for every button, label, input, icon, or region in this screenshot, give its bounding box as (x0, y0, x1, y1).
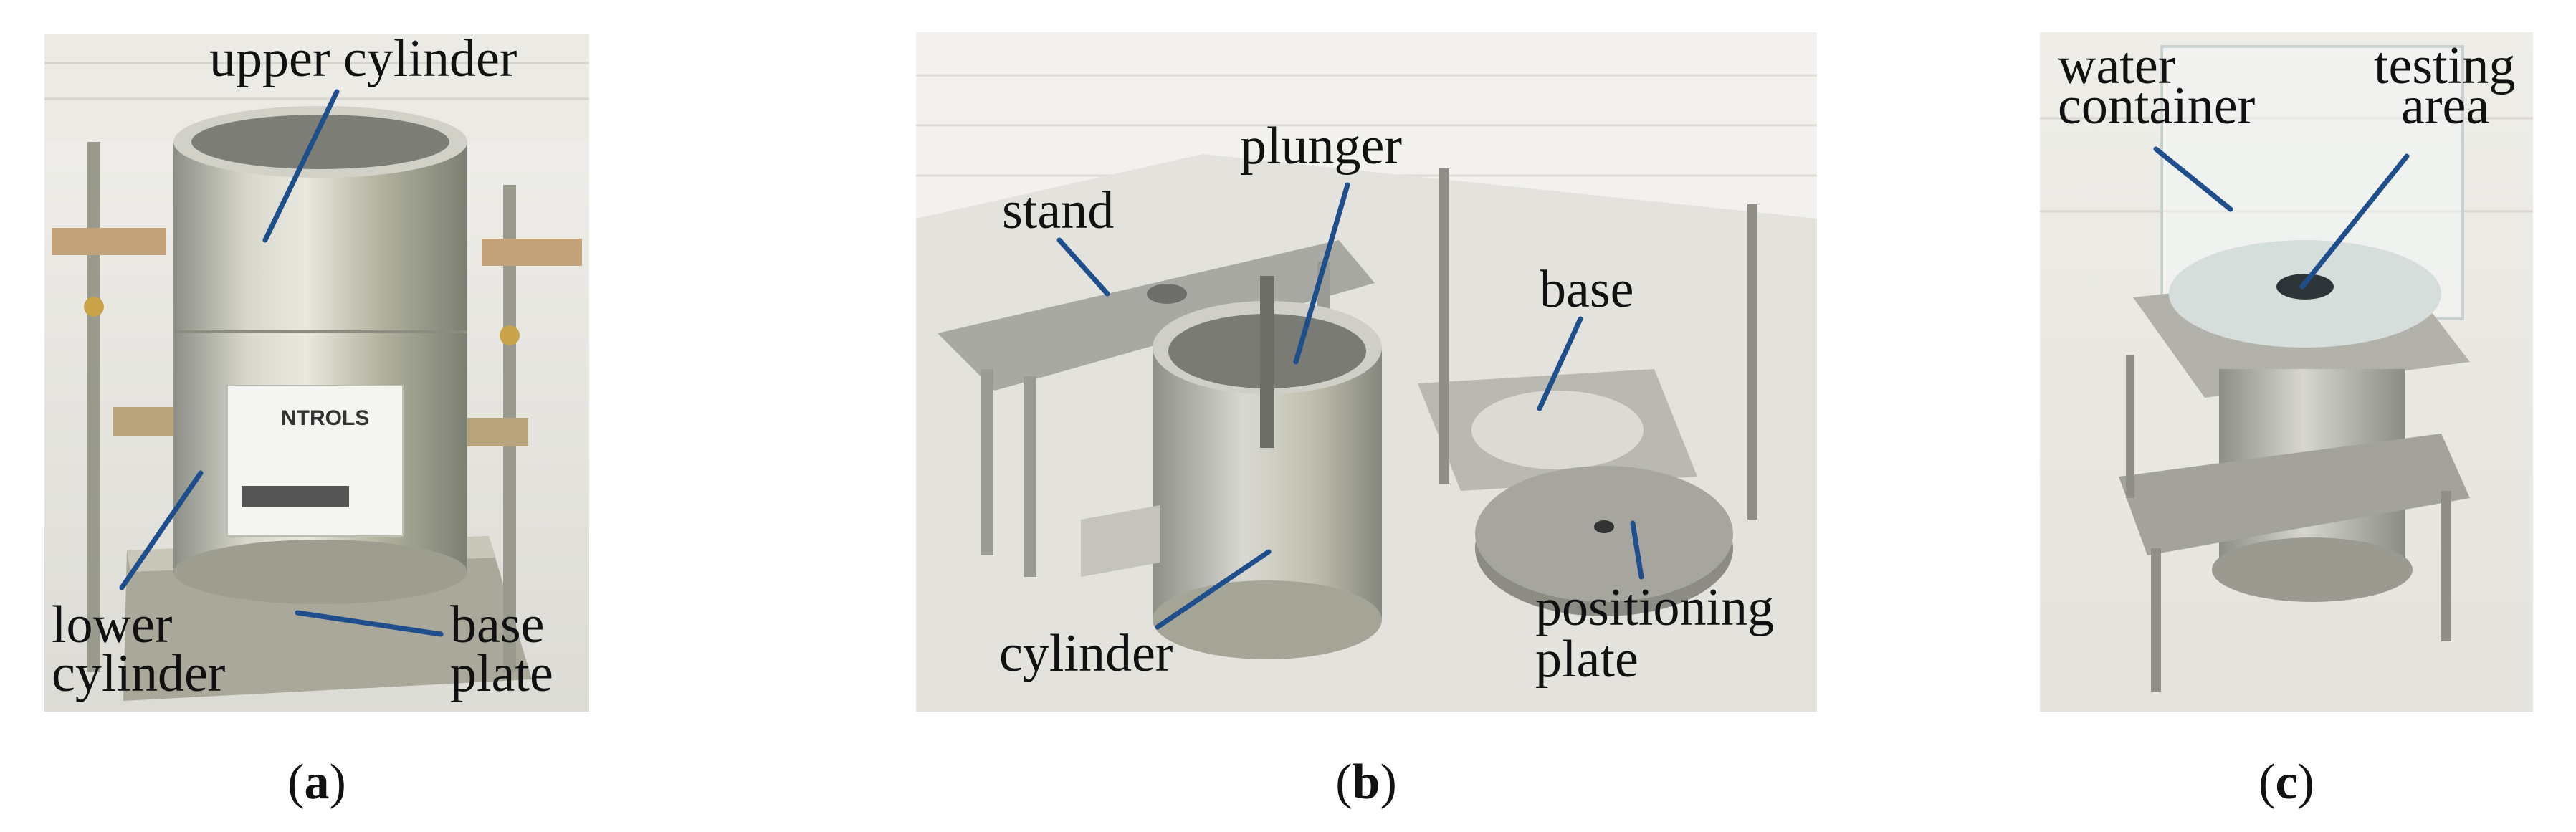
caption-b-letter: b (1352, 755, 1380, 810)
caption-a-letter: a (304, 755, 330, 810)
label-testing-area-line1: testing (2374, 37, 2516, 95)
caption-a: (a) (287, 755, 346, 810)
manufacturer-label-text: NTROLS (281, 406, 369, 430)
label-base: base (1540, 260, 1634, 319)
label-cylinder: cylinder (999, 624, 1173, 683)
caption-c-letter: c (2275, 755, 2298, 810)
label-lower-cylinder-line2: cylinder (52, 644, 226, 703)
label-upper-cylinder: upper cylinder (209, 29, 517, 88)
label-base-plate-line1: base (450, 596, 545, 654)
label-stand: stand (1002, 181, 1115, 240)
label-lower-cylinder-line1: lower (52, 596, 173, 654)
caption-c: (c) (2258, 755, 2314, 810)
label-base-plate-line2: plate (450, 644, 553, 703)
label-plunger: plunger (1240, 117, 1403, 176)
label-positioning-plate-line1: positioning (1535, 578, 1775, 637)
label-positioning-plate-line2: plate (1535, 630, 1638, 689)
caption-b: (b) (1335, 755, 1397, 810)
label-water-container-line1: water (2058, 37, 2176, 95)
label-testing-area-line2: area (2401, 77, 2490, 135)
label-water-container-line2: container (2058, 77, 2256, 135)
